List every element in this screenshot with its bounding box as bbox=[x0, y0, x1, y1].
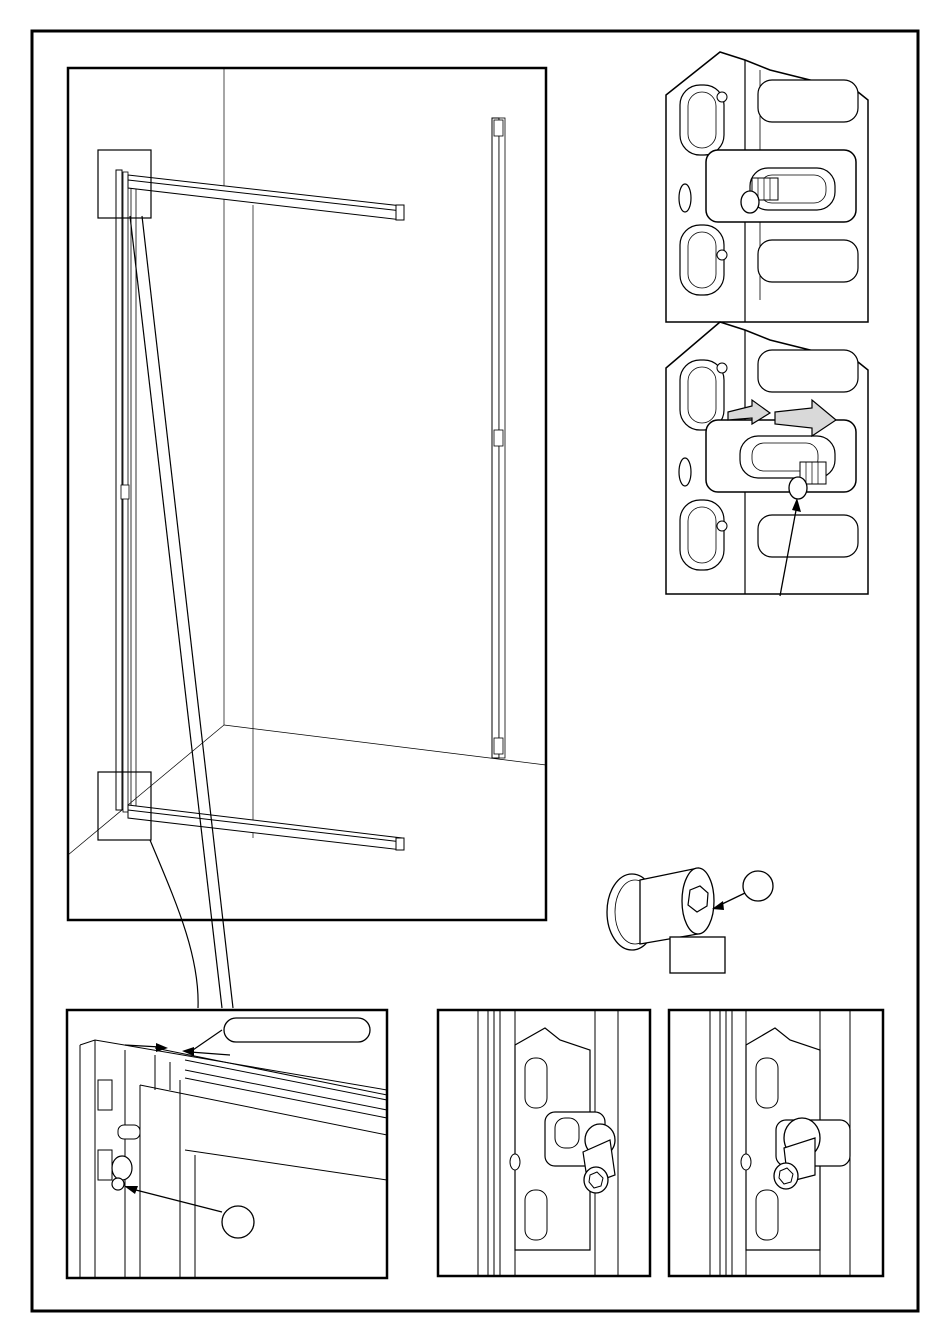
detail-callout-circle bbox=[222, 1206, 254, 1238]
dimension-pill bbox=[224, 1018, 370, 1042]
screw-part bbox=[607, 868, 773, 973]
bolt-tightened-detail-panel bbox=[669, 1010, 883, 1276]
bracket-view-before bbox=[666, 52, 868, 322]
bolt-callout-circle bbox=[743, 871, 773, 901]
main-overview-panel bbox=[68, 68, 546, 920]
right-wall-profile bbox=[492, 118, 505, 758]
bolt-insert-detail-panel bbox=[438, 1010, 650, 1276]
bracket-view-after bbox=[666, 322, 868, 596]
blank-label-box bbox=[670, 937, 725, 973]
corner-detail-panel bbox=[67, 1010, 387, 1278]
